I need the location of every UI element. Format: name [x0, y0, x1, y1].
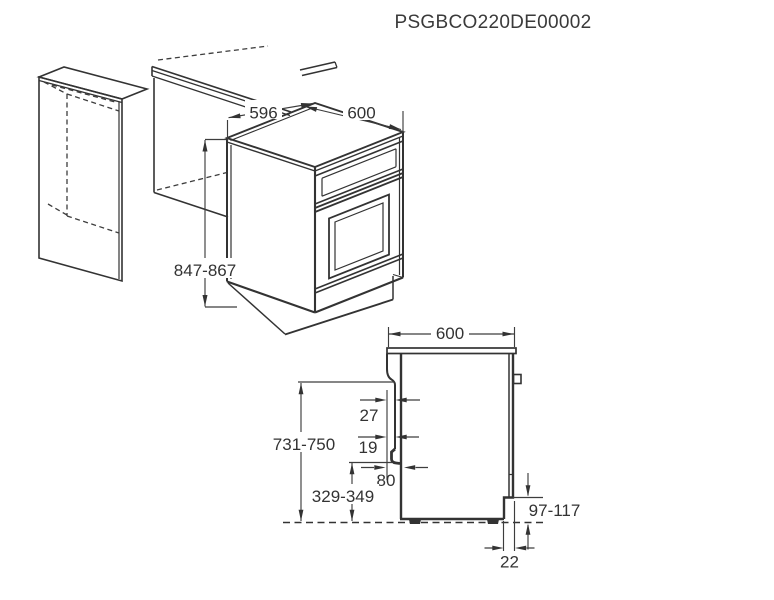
dim-label-side-depth-600: 600: [436, 324, 464, 343]
side-view-dimensions: 600 27 19 80 731-750: [268, 322, 586, 572]
side-view: 600 27 19 80 731-750: [268, 322, 586, 572]
side-door-profile: [386, 353, 396, 449]
dim-label-19: 19: [359, 438, 378, 457]
adjustable-foot-rear: [487, 519, 499, 524]
dim-label-22: 22: [500, 553, 519, 572]
isometric-dimensions: 596 600 847-867: [171, 100, 404, 308]
adjustable-foot-front: [409, 519, 421, 524]
cooker-oven-door: [314, 193, 404, 294]
left-cabinet-hidden-edges: [43, 81, 120, 234]
side-door-hinge: [390, 447, 401, 465]
side-top-plate: [386, 347, 517, 355]
drawing-title: PSGBCO220DE00002: [394, 12, 591, 33]
dim-label-height-847-867: 847-867: [174, 261, 236, 280]
counter-right-section: [299, 61, 338, 77]
rear-bracket-tab: [512, 373, 522, 385]
dim-label-97-117: 97-117: [529, 501, 581, 520]
cooker-control-panel: [314, 140, 404, 213]
dim-label-80: 80: [377, 471, 396, 490]
side-back-panel: [502, 353, 515, 519]
dim-label-731-750: 731-750: [273, 435, 335, 454]
cooker-base: [226, 273, 404, 336]
dim-label-width-596: 596: [249, 104, 277, 123]
cooker-isometric: [224, 101, 406, 336]
isometric-view: 596 600 847-867: [36, 45, 406, 336]
dim-label-depth-600: 600: [347, 104, 375, 123]
left-cabinet: [36, 66, 150, 283]
dim-label-329-349: 329-349: [312, 487, 374, 506]
dim-label-27: 27: [360, 406, 379, 425]
